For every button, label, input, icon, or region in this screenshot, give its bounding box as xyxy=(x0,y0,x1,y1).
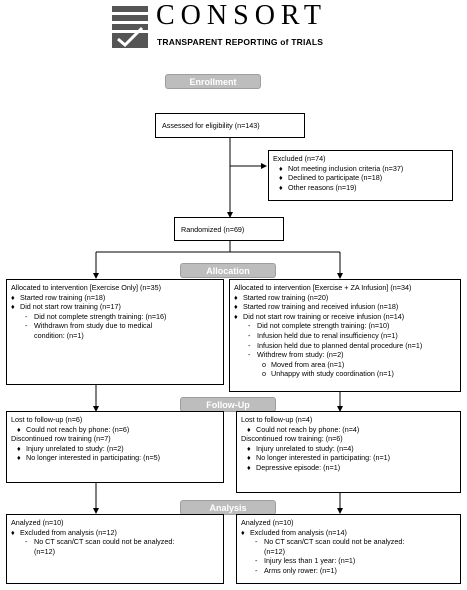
diamond-bullet-icon: ♦ xyxy=(279,173,283,183)
dash-bullet-icon: - xyxy=(25,537,28,547)
diamond-bullet-icon: ♦ xyxy=(11,527,15,537)
stage-enrollment: Enrollment xyxy=(165,74,261,89)
logo-wordmark: CONSORT xyxy=(156,0,328,31)
diamond-bullet-icon: ♦ xyxy=(11,302,15,312)
diamond-bullet-icon: ♦ xyxy=(247,424,251,434)
randomized-text: Randomized (n=69) xyxy=(181,225,245,234)
assessed-box: Assessed for eligibility (n=143) xyxy=(155,113,305,138)
assessed-text: Assessed for eligibility (n=143) xyxy=(162,121,260,130)
excluded-title: Excluded (n=74) xyxy=(273,154,326,163)
alloc-left-title: Allocated to intervention [Exercise Only… xyxy=(11,283,162,292)
allocation-left-box: Allocated to intervention [Exercise Only… xyxy=(6,279,224,385)
consort-logo-mark xyxy=(112,6,148,48)
randomized-box: Randomized (n=69) xyxy=(174,217,284,241)
circle-bullet-icon: o xyxy=(262,359,266,369)
analysis-right-box: Analyzed (n=10) ♦Excluded from analysis … xyxy=(236,514,461,584)
diamond-bullet-icon: ♦ xyxy=(17,424,21,434)
diamond-bullet-icon: ♦ xyxy=(17,453,21,463)
circle-bullet-icon: o xyxy=(262,369,266,379)
dash-bullet-icon: - xyxy=(25,321,28,331)
dash-bullet-icon: - xyxy=(255,537,258,547)
logo-tagline: TRANSPARENT REPORTING of TRIALS xyxy=(157,37,324,47)
excluded-box: Excluded (n=74) ♦Not meeting inclusion c… xyxy=(268,150,453,201)
dash-bullet-icon: - xyxy=(248,350,251,360)
diamond-bullet-icon: ♦ xyxy=(247,453,251,463)
diamond-bullet-icon: ♦ xyxy=(17,443,21,453)
dash-bullet-icon: - xyxy=(255,556,258,566)
diamond-bullet-icon: ♦ xyxy=(241,527,245,537)
diamond-bullet-icon: ♦ xyxy=(279,163,283,173)
dash-bullet-icon: - xyxy=(255,565,258,575)
excluded-item: ♦Other reasons (n=19) xyxy=(279,182,357,192)
diamond-bullet-icon: ♦ xyxy=(234,311,238,321)
followup-right-box: Lost to follow-up (n=4) ♦Could not reach… xyxy=(236,411,461,493)
followup-left-box: Lost to follow-up (n=6) ♦Could not reach… xyxy=(6,411,224,483)
stage-followup: Follow-Up xyxy=(180,397,276,412)
allocation-right-box: Allocated to intervention [Exercise + ZA… xyxy=(229,279,461,392)
dash-bullet-icon: - xyxy=(25,311,28,321)
consort-logo: CONSORT TRANSPARENT REPORTING of TRIALS xyxy=(112,0,372,54)
dash-bullet-icon: - xyxy=(248,321,251,331)
analysis-left-box: Analyzed (n=10) ♦Excluded from analysis … xyxy=(6,514,224,584)
diamond-bullet-icon: ♦ xyxy=(234,302,238,312)
diamond-bullet-icon: ♦ xyxy=(11,292,15,302)
dash-bullet-icon: - xyxy=(248,330,251,340)
excluded-item: ♦Declined to participate (n=18) xyxy=(279,173,383,183)
dash-bullet-icon: - xyxy=(248,340,251,350)
alloc-right-title: Allocated to intervention [Exercise + ZA… xyxy=(234,283,412,292)
stage-allocation: Allocation xyxy=(180,263,276,278)
stage-analysis: Analysis xyxy=(180,500,276,515)
excluded-item: ♦Not meeting inclusion criteria (n=37) xyxy=(279,163,404,173)
diamond-bullet-icon: ♦ xyxy=(234,292,238,302)
diamond-bullet-icon: ♦ xyxy=(279,182,283,192)
diamond-bullet-icon: ♦ xyxy=(247,462,251,472)
diamond-bullet-icon: ♦ xyxy=(247,443,251,453)
